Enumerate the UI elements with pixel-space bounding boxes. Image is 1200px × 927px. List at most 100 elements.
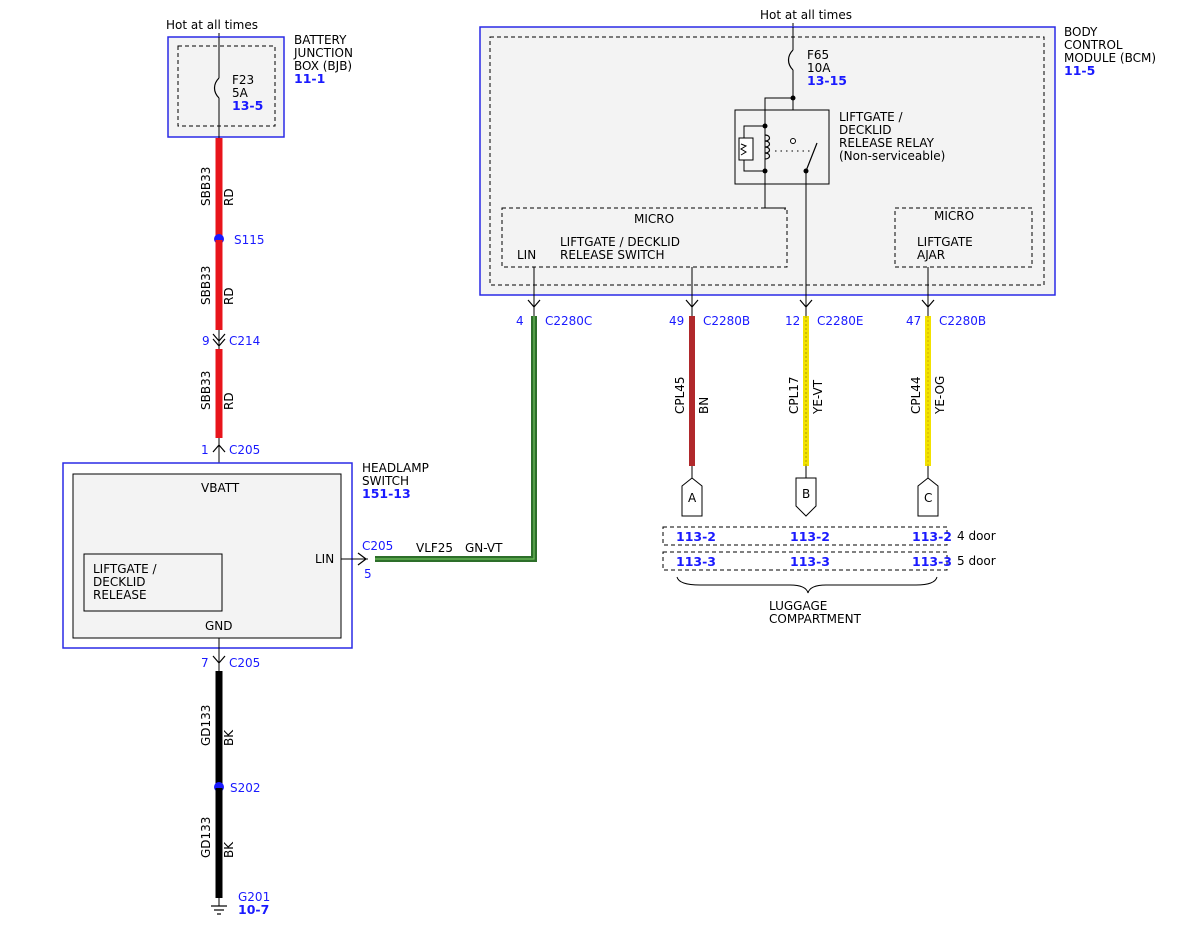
micro1-line-2: RELEASE SWITCH (560, 248, 664, 262)
feed-harness: SBB33 RD S115 SBB33 RD 9 C214 SBB33 RD 1… (199, 138, 265, 474)
wire-1-circuit: SBB33 (199, 167, 213, 206)
relay-line-2: DECKLID (839, 123, 892, 137)
lin-wire-pin: 4 (516, 314, 524, 328)
output-wire-b: 12 C2280E CPL17 YE-VT B (785, 314, 864, 517)
bcm-name-line-3: MODULE (BCM) (1064, 51, 1156, 65)
headlamp-name-line-1: HEADLAMP (362, 461, 429, 475)
door-reference-table: 113-2 113-2 113-2 4 door 113-3 113-3 113… (662, 526, 996, 626)
c205-lin-name: C205 (362, 539, 393, 553)
gnd-label: GND (205, 619, 233, 633)
bjb-name-line-3: BOX (BJB) (294, 59, 352, 73)
four-door-row (662, 526, 948, 546)
ground-ref-link[interactable]: 10-7 (238, 902, 269, 917)
wire-3-circuit: SBB33 (199, 371, 213, 410)
out-b-circuit: CPL17 (787, 376, 801, 414)
bjb-fuse-ref-link[interactable]: 13-5 (232, 98, 263, 113)
out-c-ref-4door-link[interactable]: 113-2 (912, 529, 952, 544)
bcm-fuse-amp: 10A (807, 61, 831, 75)
five-door-row (662, 551, 948, 571)
wire-5-color: BK (222, 841, 236, 858)
out-b-letter: B (802, 487, 810, 501)
c214-name: C214 (229, 334, 260, 348)
c205-top-connector-icon (212, 444, 226, 453)
five-door-label: 5 door (957, 554, 996, 568)
bcm-name-line-2: CONTROL (1064, 38, 1123, 52)
out-c-color: YE-OG (933, 376, 947, 415)
inner-line-1: LIFTGATE / (93, 562, 158, 576)
lin-wire-circuit: VLF25 (416, 541, 453, 555)
body-control-module: Hot at all times BODY CONTROL MODULE (BC… (479, 8, 1156, 316)
out-c-connector-icon (917, 477, 939, 517)
c214-connector-icon (212, 333, 226, 342)
out-a-pin: 49 (669, 314, 684, 328)
bcm-hot-label: Hot at all times (760, 8, 852, 22)
luggage-line-2: COMPARTMENT (769, 612, 862, 626)
bjb-ref-link[interactable]: 11-1 (294, 71, 325, 86)
c2280b-pin47-connector-icon (921, 299, 935, 308)
micro-release-switch (501, 207, 788, 268)
output-wire-c: 47 C2280B CPL44 YE-OG C (906, 314, 986, 517)
micro2-line-2: AJAR (917, 248, 945, 262)
out-c-ref-5door-link[interactable]: 113-3 (912, 554, 952, 569)
out-b-connector: C2280E (817, 314, 864, 328)
out-b-pin: 12 (785, 314, 800, 328)
bjb-name-line-2: JUNCTION (293, 46, 353, 60)
out-c-letter: C (924, 491, 932, 505)
bjb-fuse-icon (213, 77, 220, 99)
out-a-ref-5door-link[interactable]: 113-3 (676, 554, 716, 569)
out-a-color: BN (697, 397, 711, 414)
out-b-color: YE-VT (811, 379, 825, 415)
c2280b-pin49-connector-icon (685, 299, 699, 308)
out-b-ref-5door-link[interactable]: 113-3 (790, 554, 830, 569)
out-b-connector-icon (795, 477, 817, 517)
c205-top-pin: 1 (201, 443, 209, 457)
headlamp-name-line-2: SWITCH (362, 474, 409, 488)
c205-lin-connector-icon (357, 552, 367, 566)
headlamp-ref-link[interactable]: 151-13 (362, 486, 411, 501)
c205-lin-pin: 5 (364, 567, 372, 581)
micro1-lin: LIN (517, 248, 536, 262)
c2280e-connector-icon (799, 299, 813, 308)
out-b-ref-4door-link[interactable]: 113-2 (790, 529, 830, 544)
bcm-fuse-id: F65 (807, 48, 829, 62)
bcm-fuse-ref-link[interactable]: 13-15 (807, 73, 847, 88)
wire-vlf25 (375, 316, 537, 562)
c205-bottom-connector-icon (212, 655, 226, 664)
out-a-connector: C2280B (703, 314, 750, 328)
bjb-name-line-1: BATTERY (294, 33, 347, 47)
micro2-title: MICRO (934, 209, 974, 223)
out-a-ref-4door-link[interactable]: 113-2 (676, 529, 716, 544)
out-c-circuit: CPL44 (909, 376, 923, 414)
vbatt-label: VBATT (201, 481, 240, 495)
ground-harness: 7 C205 GD133 BK S202 GD133 BK G201 10-7 (199, 638, 270, 917)
bcm-fuse-icon (787, 49, 794, 71)
relay-line-3: RELEASE RELAY (839, 136, 935, 150)
ground-icon (211, 905, 227, 915)
c205-bottom-name: C205 (229, 656, 260, 670)
c214-pin: 9 (202, 334, 210, 348)
c2280c-connector-icon (527, 299, 541, 308)
luggage-brace-icon (676, 576, 938, 594)
liftgate-release-input (83, 553, 223, 612)
out-a-letter: A (688, 491, 697, 505)
bcm-name-line-1: BODY (1064, 25, 1098, 39)
splice-s202-label: S202 (230, 781, 261, 795)
bjb-outline (167, 36, 285, 138)
headlamp-switch: VBATT GND LIN LIFTGATE / DECKLID RELEASE… (62, 461, 429, 649)
micro1-line-1: LIFTGATE / DECKLID (560, 235, 680, 249)
splice-s115-label: S115 (234, 233, 265, 247)
output-wire-a: 49 C2280B CPL45 BN A (669, 314, 750, 517)
bcm-ref-link[interactable]: 11-5 (1064, 63, 1095, 78)
lin-wire: VLF25 GN-VT 4 C2280C (375, 314, 592, 562)
relay-coil-icon (764, 134, 771, 160)
wire-2-circuit: SBB33 (199, 266, 213, 305)
wire-1-color: RD (222, 188, 236, 206)
inner-line-3: RELEASE (93, 588, 147, 602)
wire-3-color: RD (222, 392, 236, 410)
lin-label: LIN (315, 552, 334, 566)
micro2-line-1: LIFTGATE (917, 235, 973, 249)
wire-4-color: BK (222, 729, 236, 746)
bjb-hot-label: Hot at all times (166, 18, 258, 32)
relay-switch-contact-icon (805, 142, 818, 172)
